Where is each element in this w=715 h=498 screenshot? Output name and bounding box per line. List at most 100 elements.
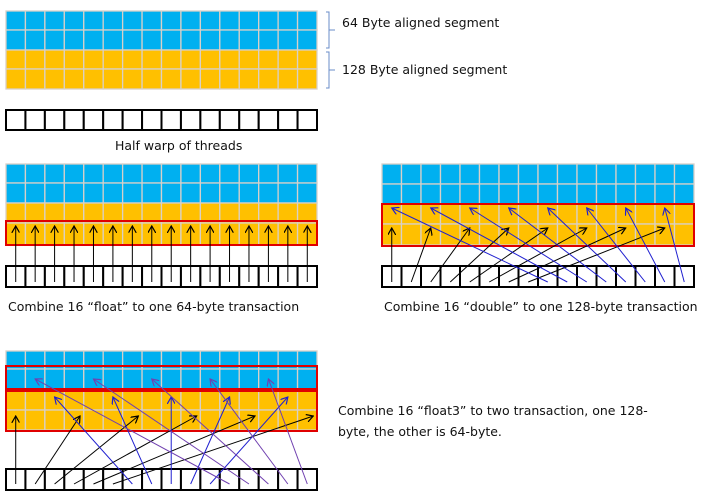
memory-cell — [102, 368, 124, 390]
thread-cell — [277, 109, 299, 131]
memory-cell — [24, 29, 46, 51]
thread-cell — [576, 265, 598, 288]
memory-cell — [219, 29, 240, 51]
memory-cell — [615, 163, 637, 185]
memory-cell — [219, 182, 240, 204]
caption-float3-line1: Combine 16 “float3” to two transaction, … — [338, 403, 648, 418]
memory-cell — [238, 409, 260, 431]
memory-cell — [24, 409, 46, 431]
memory-cell — [478, 223, 500, 246]
thread-access-arrow — [548, 208, 627, 283]
memory-cell — [180, 368, 202, 390]
memory-cell — [238, 49, 260, 70]
memory-cell — [439, 223, 461, 246]
thread-access-arrow — [665, 208, 685, 283]
memory-cell — [24, 163, 46, 184]
label-64-byte-segment: 64 Byte aligned segment — [342, 15, 500, 30]
memory-cell — [576, 203, 598, 225]
memory-cell — [634, 163, 656, 185]
memory-cell — [238, 29, 260, 51]
memory-cell — [102, 10, 124, 31]
thread-cell — [43, 109, 66, 131]
memory-cell — [102, 49, 124, 70]
memory-cell — [199, 409, 221, 431]
memory-cell — [439, 203, 461, 225]
memory-cell — [654, 183, 676, 205]
memory-cell — [478, 183, 500, 205]
memory-cell — [141, 10, 163, 31]
memory-cell — [296, 163, 318, 184]
memory-cell — [400, 183, 422, 205]
memory-cell — [238, 10, 260, 31]
memory-cell — [63, 68, 85, 90]
thread-access-arrow — [210, 379, 289, 485]
memory-cell — [556, 203, 578, 225]
memory-cell — [459, 183, 481, 205]
thread-cell — [63, 468, 85, 491]
memory-cell — [576, 223, 598, 246]
memory-cell — [673, 163, 695, 185]
memory-cell — [420, 223, 442, 246]
memory-cell — [258, 68, 279, 90]
thread-access-arrow — [55, 397, 133, 485]
memory-cell — [121, 49, 143, 70]
memory-cell — [400, 163, 422, 185]
label-half-warp: Half warp of threads — [115, 138, 243, 153]
memory-cell — [5, 163, 27, 184]
thread-cell — [82, 468, 105, 491]
memory-cell — [180, 68, 202, 90]
memory-cell — [478, 163, 500, 185]
transaction-highlight — [5, 220, 318, 246]
memory-cell — [24, 68, 46, 90]
thread-access-arrow — [152, 379, 269, 485]
memory-cell — [102, 163, 124, 184]
memory-cell — [141, 49, 163, 70]
memory-cell — [258, 163, 279, 184]
memory-cell — [199, 10, 221, 31]
memory-cell — [498, 203, 520, 225]
memory-cell — [44, 163, 65, 184]
thread-access-arrow — [113, 397, 153, 485]
memory-cell — [556, 163, 578, 185]
memory-cell — [141, 163, 163, 184]
thread-cell — [439, 265, 461, 288]
memory-cell — [121, 182, 143, 204]
memory-cell — [673, 223, 695, 246]
thread-cell — [24, 468, 46, 491]
memory-cell — [238, 182, 260, 204]
caption-float3-line2: byte, the other is 64-byte. — [338, 424, 502, 439]
memory-cell — [83, 163, 104, 184]
memory-cell — [102, 29, 124, 51]
thread-cell — [478, 265, 500, 288]
memory-cell — [459, 203, 481, 225]
memory-cell — [673, 203, 695, 225]
memory-cell — [5, 10, 27, 31]
memory-cell — [238, 68, 260, 90]
thread-cell — [63, 109, 85, 131]
thread-access-arrow — [190, 397, 230, 485]
thread-cell — [257, 468, 280, 491]
thread-access-arrow — [93, 416, 255, 485]
memory-cell — [63, 29, 85, 51]
thread-access-arrow — [430, 228, 470, 283]
memory-cell — [199, 49, 221, 70]
thread-access-arrow — [209, 397, 288, 485]
memory-cell — [478, 203, 500, 225]
thread-access-arrow — [392, 208, 548, 283]
memory-cell — [44, 29, 65, 51]
memory-cell — [634, 183, 656, 205]
memory-cell — [296, 10, 318, 31]
memory-cell — [5, 68, 27, 90]
memory-cell — [102, 182, 124, 204]
memory-cell — [277, 10, 299, 31]
memory-cell — [83, 409, 104, 431]
memory-cell — [537, 163, 559, 185]
memory-cell — [277, 29, 299, 51]
memory-cell — [180, 182, 202, 204]
thread-cell — [673, 265, 695, 288]
memory-cell — [219, 49, 240, 70]
memory-cell — [296, 68, 318, 90]
memory-cell — [219, 10, 240, 31]
memory-cell — [121, 163, 143, 184]
thread-access-arrow — [34, 416, 80, 485]
